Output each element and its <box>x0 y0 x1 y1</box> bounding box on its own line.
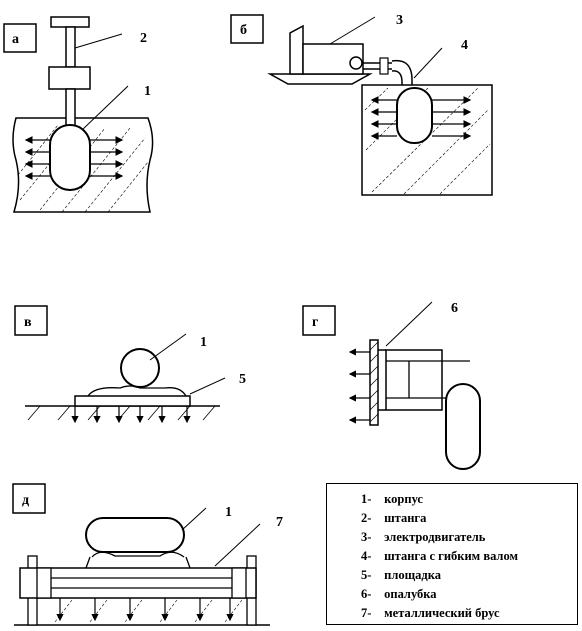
legend-text: электродвигатель <box>384 530 486 544</box>
rod-lower <box>65 88 76 130</box>
legend-item: 5- площадка <box>361 566 518 585</box>
callout-5-v: 5 <box>239 372 246 387</box>
panel-b-label: б <box>240 23 247 38</box>
callout-1-d: 1 <box>225 505 232 520</box>
callout-line-6g <box>385 301 433 347</box>
legend-text: корпус <box>384 492 423 506</box>
callout-line-4b <box>413 47 443 79</box>
vibration-arrows-d <box>56 598 234 622</box>
legend-text: штанга с гибким валом <box>384 549 518 563</box>
callout-line-3b <box>329 16 376 45</box>
panel-d-label-box <box>12 483 46 514</box>
legend-list: 1- корпус 2- штанга 3- электродвигатель … <box>361 490 518 623</box>
panel-a: а 2 <box>3 16 154 213</box>
vibration-arrows-b <box>370 96 472 140</box>
callout-1-v: 1 <box>200 335 207 350</box>
panel-g-label: г <box>312 315 318 330</box>
callout-7-d: 7 <box>276 515 283 530</box>
clamp-frame-g <box>385 349 443 411</box>
panel-a-label-box <box>3 23 37 53</box>
legend-item: 2- штанга <box>361 509 518 528</box>
panel-g-label-box <box>302 305 336 336</box>
callout-6-g: 6 <box>451 301 458 316</box>
formwork-hatch <box>369 341 379 423</box>
legend-item: 1- корпус <box>361 490 518 509</box>
legend-text: опалубка <box>384 587 437 601</box>
panel-b: б 3 <box>230 13 493 196</box>
vibrator-body-g <box>445 383 481 470</box>
panel-a-label: а <box>12 32 19 47</box>
legend-text: металлический брус <box>384 606 500 620</box>
legend-num: 5- <box>361 568 372 582</box>
panel-d: д 1 7 <box>12 483 283 626</box>
vibrator-body-b <box>396 87 433 144</box>
vibrator-body-v <box>120 348 160 388</box>
motor-mount <box>289 24 304 75</box>
flexible-shaft <box>391 59 413 92</box>
legend-num: 6- <box>361 587 372 601</box>
legend-item: 4- штанга с гибким валом <box>361 547 518 566</box>
callout-3-b: 3 <box>396 13 403 28</box>
platform-v <box>74 395 191 407</box>
callout-line-1v <box>149 333 187 361</box>
legend-num: 3- <box>361 530 372 544</box>
panel-v-label: в <box>24 315 32 330</box>
vibration-arrows-v <box>71 406 191 424</box>
legend-item: 6- опалубка <box>361 585 518 604</box>
callout-line-1d <box>181 507 207 531</box>
rod-clamp <box>48 66 91 90</box>
panel-g: г 6 <box>302 301 481 470</box>
legend-box: 1- корпус 2- штанга 3- электродвигатель … <box>326 483 578 625</box>
legend-item: 7- металлический брус <box>361 604 518 623</box>
legend-num: 1- <box>361 492 372 506</box>
vibration-arrows-g <box>348 348 370 424</box>
callout-1-a: 1 <box>144 84 151 99</box>
legend-num: 4- <box>361 549 372 563</box>
rod-top-handle <box>50 16 90 28</box>
platform-bracket <box>87 385 187 397</box>
callout-line-7d <box>214 523 261 567</box>
callout-2-a: 2 <box>140 31 147 46</box>
metal-beam <box>19 567 257 599</box>
motor-pulley <box>349 56 363 70</box>
panel-b-label-box <box>230 14 264 44</box>
callout-line-1a <box>81 85 129 131</box>
hatching-d <box>54 599 243 623</box>
motor-base <box>267 73 373 85</box>
legend-item: 3- электродвигатель <box>361 528 518 547</box>
callout-4-b: 4 <box>461 38 468 53</box>
legend-text: площадка <box>384 568 441 582</box>
legend-num: 2- <box>361 511 372 525</box>
rod-a <box>65 26 76 68</box>
panel-v-label-box <box>14 305 48 336</box>
legend-text: штанга <box>384 511 427 525</box>
vibrator-body-d <box>85 517 185 553</box>
callout-line-5v <box>189 377 226 395</box>
panel-d-label: д <box>22 493 29 508</box>
callout-line-2a <box>74 33 123 49</box>
legend-num: 7- <box>361 606 372 620</box>
vibration-arrows-a <box>24 136 124 180</box>
panel-v: в 1 5 <box>14 305 246 424</box>
ground-hatch-v <box>27 405 216 421</box>
formwork <box>369 339 379 426</box>
vibrator-body-a <box>49 124 91 191</box>
